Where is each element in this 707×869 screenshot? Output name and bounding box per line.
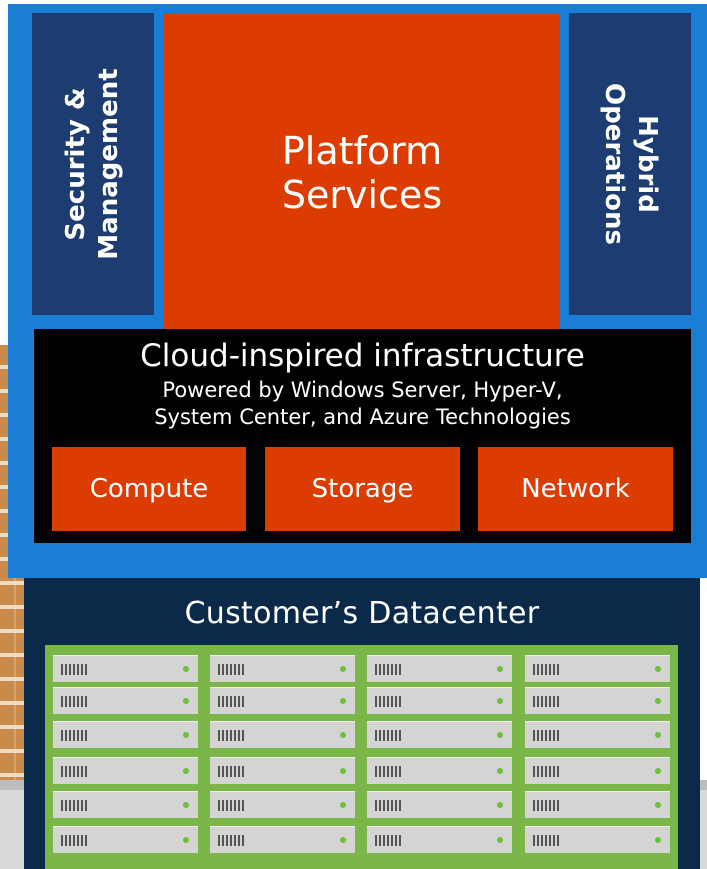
server-unit	[53, 721, 198, 748]
infrastructure-title: Cloud-inspired infrastructure	[140, 338, 585, 374]
server-unit	[367, 826, 512, 853]
status-led-icon	[183, 732, 189, 738]
status-led-icon	[655, 837, 661, 843]
server-unit	[525, 655, 670, 682]
storage-box: Storage	[265, 447, 460, 531]
platform-services-panel: Platform Services	[164, 13, 560, 329]
server-unit	[367, 721, 512, 748]
status-led-icon	[183, 837, 189, 843]
status-led-icon	[340, 666, 346, 672]
status-led-icon	[340, 837, 346, 843]
status-led-icon	[497, 768, 503, 774]
server-unit	[367, 687, 512, 714]
drive-slots-icon	[375, 664, 403, 675]
network-box: Network	[478, 447, 673, 531]
server-unit	[367, 757, 512, 784]
hybrid-label-line1: Hybrid	[632, 115, 662, 213]
drive-slots-icon	[375, 835, 403, 846]
platform-label-line2: Services	[281, 173, 443, 217]
status-led-icon	[183, 698, 189, 704]
drive-slots-icon	[375, 730, 403, 741]
platform-label-line1: Platform	[281, 129, 443, 173]
hybrid-label-line2: Operations	[599, 83, 629, 245]
server-unit	[210, 655, 355, 682]
status-led-icon	[655, 768, 661, 774]
status-led-icon	[655, 666, 661, 672]
server-unit	[525, 757, 670, 784]
status-led-icon	[655, 698, 661, 704]
drive-slots-icon	[533, 800, 561, 811]
status-led-icon	[497, 666, 503, 672]
status-led-icon	[340, 698, 346, 704]
status-led-icon	[497, 698, 503, 704]
drive-slots-icon	[218, 835, 246, 846]
server-rack	[45, 645, 678, 869]
drive-slots-icon	[533, 835, 561, 846]
server-unit	[210, 687, 355, 714]
drive-slots-icon	[61, 800, 89, 811]
customer-datacenter: Customer’s Datacenter	[24, 574, 700, 869]
drive-slots-icon	[218, 766, 246, 777]
drive-slots-icon	[375, 696, 403, 707]
drive-slots-icon	[61, 696, 89, 707]
infrastructure-subtitle: Powered by Windows Server, Hyper-V, Syst…	[34, 377, 691, 431]
server-unit	[525, 791, 670, 818]
hybrid-operations-label: Hybrid Operations	[597, 83, 663, 245]
security-management-label: Security & Management	[60, 68, 126, 259]
server-unit	[210, 721, 355, 748]
infrastructure-subtitle-line1: Powered by Windows Server, Hyper-V,	[162, 378, 563, 402]
status-led-icon	[497, 837, 503, 843]
status-led-icon	[340, 802, 346, 808]
server-unit	[367, 791, 512, 818]
server-unit	[367, 655, 512, 682]
drive-slots-icon	[375, 800, 403, 811]
server-unit	[525, 826, 670, 853]
status-led-icon	[655, 732, 661, 738]
server-unit	[525, 687, 670, 714]
drive-slots-icon	[533, 696, 561, 707]
server-unit	[53, 655, 198, 682]
drive-slots-icon	[218, 696, 246, 707]
status-led-icon	[655, 802, 661, 808]
drive-slots-icon	[375, 766, 403, 777]
status-led-icon	[183, 802, 189, 808]
datacenter-title: Customer’s Datacenter	[184, 596, 540, 631]
server-unit	[53, 826, 198, 853]
server-unit	[210, 791, 355, 818]
drive-slots-icon	[61, 664, 89, 675]
server-unit	[210, 826, 355, 853]
server-unit	[53, 757, 198, 784]
compute-box: Compute	[52, 447, 246, 531]
drive-slots-icon	[61, 766, 89, 777]
status-led-icon	[183, 666, 189, 672]
security-label-line1: Security &	[61, 87, 91, 241]
server-unit	[525, 721, 670, 748]
security-label-line2: Management	[94, 68, 124, 260]
server-unit	[53, 791, 198, 818]
drive-slots-icon	[533, 766, 561, 777]
status-led-icon	[340, 768, 346, 774]
drive-slots-icon	[533, 730, 561, 741]
status-led-icon	[497, 732, 503, 738]
drive-slots-icon	[61, 835, 89, 846]
status-led-icon	[340, 732, 346, 738]
status-led-icon	[183, 768, 189, 774]
status-led-icon	[497, 802, 503, 808]
security-management-panel: Security & Management	[32, 13, 154, 315]
drive-slots-icon	[61, 730, 89, 741]
cloud-stack: Security & Management Platform Services …	[8, 4, 707, 578]
infrastructure-subtitle-line2: System Center, and Azure Technologies	[154, 405, 571, 429]
drive-slots-icon	[218, 664, 246, 675]
server-unit	[210, 757, 355, 784]
server-unit	[53, 687, 198, 714]
hybrid-operations-panel: Hybrid Operations	[569, 13, 691, 315]
drive-slots-icon	[218, 730, 246, 741]
cloud-infrastructure-panel: Cloud-inspired infrastructure Powered by…	[34, 329, 691, 543]
platform-services-label: Platform Services	[164, 129, 560, 217]
drive-slots-icon	[218, 800, 246, 811]
drive-slots-icon	[533, 664, 561, 675]
